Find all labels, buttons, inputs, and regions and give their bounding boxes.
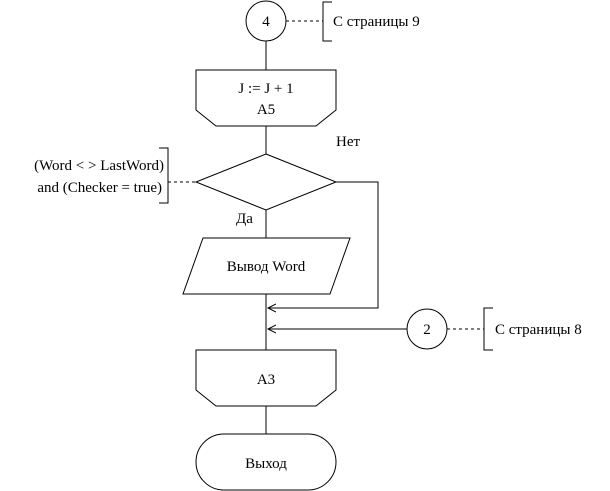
decision-comment-line2: and (Checker = true) <box>37 180 162 196</box>
decision-comment-line1: (Word < > LastWord) <box>34 158 164 174</box>
decision-block <box>194 153 338 211</box>
terminator-block: Выход <box>195 433 337 491</box>
connector-4: 4 <box>245 0 287 42</box>
terminator-label: Выход <box>245 456 287 472</box>
loop-end-line2: A5 <box>257 102 275 118</box>
connector-4-comment: С страницы 9 <box>333 14 420 30</box>
loop-end-block: J := J + 1 A5 <box>195 69 337 127</box>
output-block: Вывод Word <box>182 237 351 295</box>
terminator-shape <box>195 433 337 491</box>
loop-end-line1: J := J + 1 <box>238 81 293 97</box>
output-label: Вывод Word <box>227 259 306 275</box>
loop-start-block: A3 <box>195 349 337 407</box>
loop-start-label: A3 <box>257 372 275 388</box>
loop-end-shape <box>195 69 337 127</box>
connector-2-comment: С страницы 8 <box>495 322 582 338</box>
output-parallelogram <box>182 237 351 295</box>
connector-4-label: 4 <box>262 14 270 30</box>
connector-2-comment-bracket <box>483 307 493 351</box>
connector-2-label: 2 <box>423 322 431 338</box>
decision-diamond <box>194 153 338 211</box>
connector-4-comment-bracket <box>322 1 332 42</box>
decision-yes-label: Да <box>236 211 253 227</box>
loop-start-shape <box>195 349 337 407</box>
connector-2: 2 <box>406 308 448 350</box>
decision-no-label: Нет <box>336 134 360 150</box>
no-branch-line <box>268 181 379 308</box>
decision-comment-bracket <box>159 147 169 204</box>
